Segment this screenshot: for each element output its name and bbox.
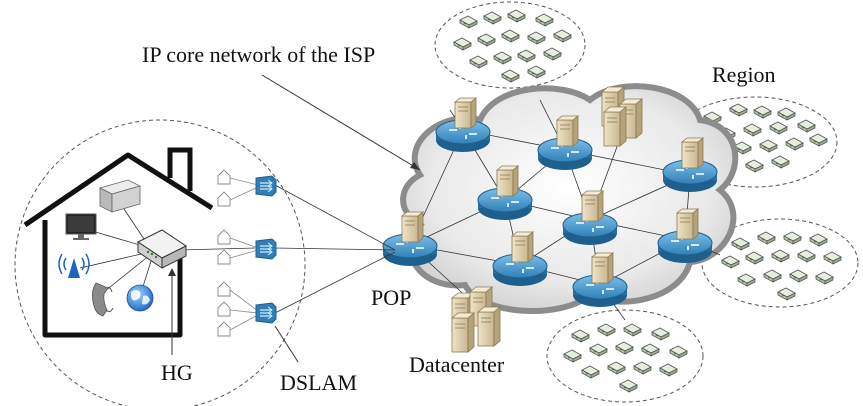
region-label: Region: [712, 62, 776, 87]
router-icon: [435, 97, 491, 153]
hg-pointer: [168, 268, 176, 355]
server-icon: [98, 179, 142, 213]
dslam-label: DSLAM: [280, 370, 358, 395]
wifi-antenna-icon: [58, 253, 90, 278]
datacenter-label: Datacenter: [409, 352, 505, 377]
dslam-icon: [255, 238, 277, 260]
region-cluster-right-bottom: [701, 218, 859, 308]
house-icon: [23, 147, 214, 338]
region-cluster-top: [434, 1, 586, 89]
dslam-icon: [255, 175, 277, 197]
dslam-icon: [255, 302, 277, 324]
globe-icon: [126, 284, 154, 312]
access-links: [179, 184, 396, 314]
home-network-boundary: [14, 119, 306, 406]
pop-label: POP: [371, 285, 412, 310]
phone-icon: [92, 282, 114, 317]
home-gateway-icon: [137, 229, 187, 269]
monitor-icon: [65, 213, 97, 240]
subscriber-houses: [217, 169, 259, 337]
hg-label: HG: [161, 360, 193, 385]
dslam-pointer: [274, 325, 299, 363]
core-network-pointer: [261, 74, 421, 171]
region-cluster-bottom: [546, 309, 704, 403]
core-network-label: IP core network of the ISP: [142, 42, 376, 67]
